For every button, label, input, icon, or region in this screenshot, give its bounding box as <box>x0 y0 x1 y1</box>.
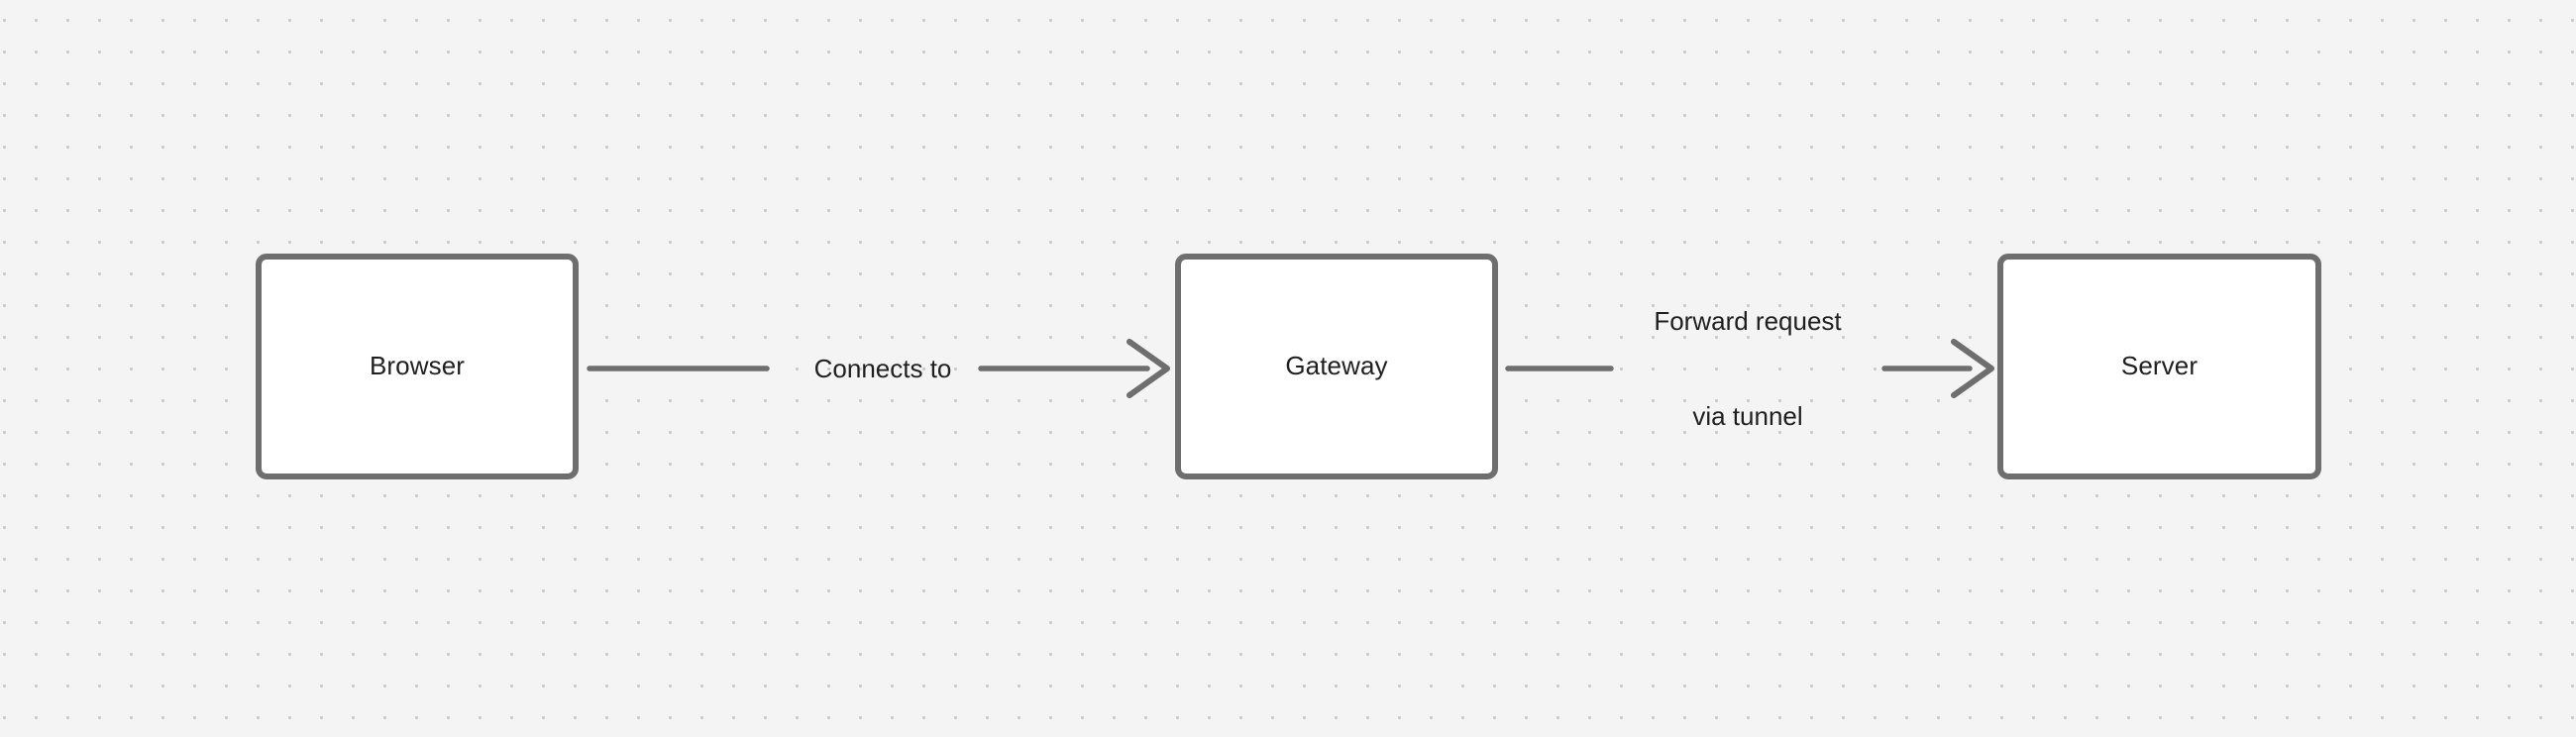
arrowhead-icon <box>1951 339 1994 398</box>
node-label-gateway: Gateway <box>1285 351 1388 381</box>
node-browser[interactable]: Browser <box>256 254 579 479</box>
arrowhead-icon <box>1127 339 1170 398</box>
node-gateway[interactable]: Gateway <box>1175 254 1498 479</box>
edge-browser-to-gateway[interactable] <box>587 339 1170 398</box>
edge-gateway-to-server[interactable] <box>1505 339 1994 398</box>
node-label-browser: Browser <box>369 351 466 381</box>
node-label-server: Server <box>2120 351 2199 381</box>
node-server[interactable]: Server <box>1997 254 2321 479</box>
